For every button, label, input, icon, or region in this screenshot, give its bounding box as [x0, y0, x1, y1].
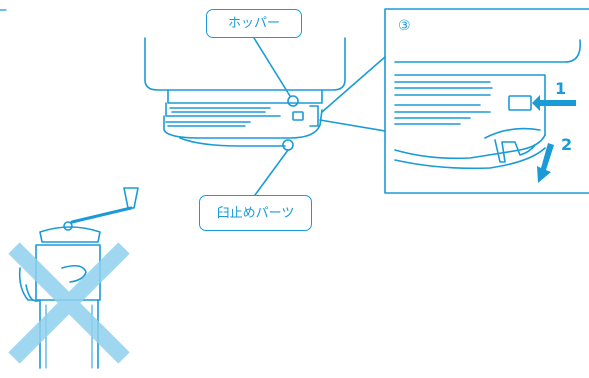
panel-number: ③: [398, 18, 411, 34]
mill-stopper-label-box: 臼止めパーツ: [199, 195, 312, 231]
stopper-leader: [254, 149, 289, 196]
zoom-line-top: [321, 56, 386, 113]
zoom-line-bottom: [319, 119, 386, 132]
hopper-label-box: ホッパー: [206, 9, 302, 38]
hopper-body: [144, 37, 346, 151]
pull-down-arrow: [537, 143, 554, 183]
detail-panel: [384, 8, 589, 194]
step-1-label: 1: [555, 79, 567, 98]
push-arrow: [532, 95, 576, 111]
hopper-label: ホッパー: [227, 16, 280, 31]
mill-stopper-label: 臼止めパーツ: [216, 205, 295, 221]
hopper-leader: [253, 37, 291, 97]
wrong-grip-cross: [8, 242, 130, 364]
step-2-label: 2: [561, 135, 573, 154]
